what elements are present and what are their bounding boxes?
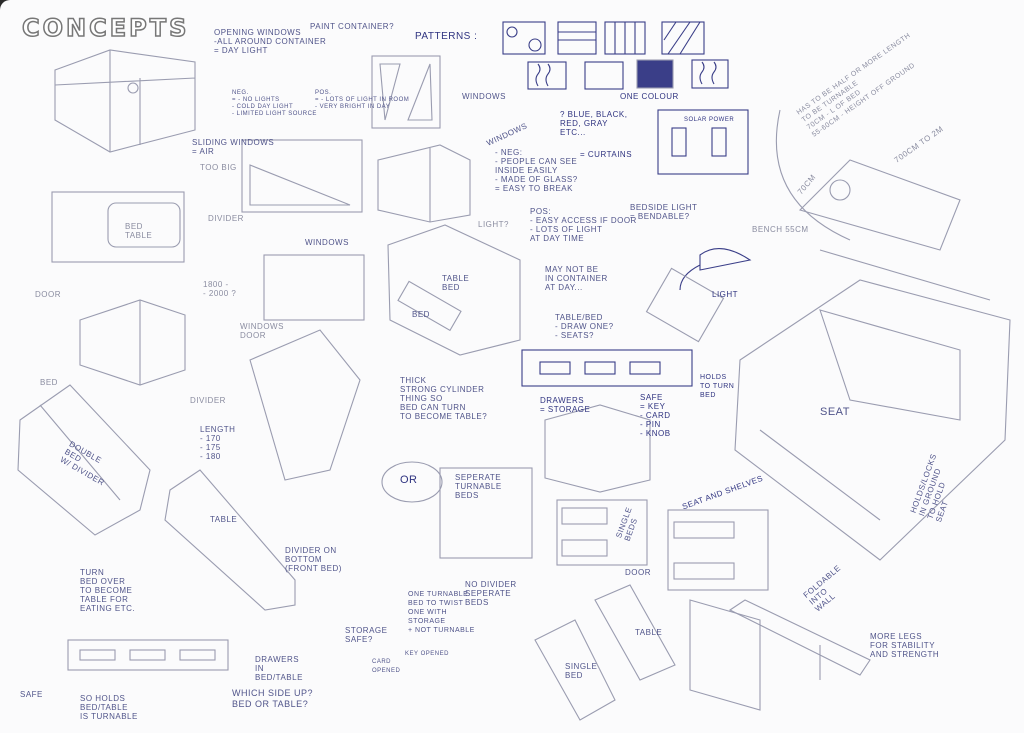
turnable-bed-sketch	[164, 469, 296, 611]
or-bubble	[381, 461, 443, 503]
large-room-perspective	[734, 279, 1011, 561]
note-patterns: PATTERNS :	[415, 31, 478, 42]
note-too-big: TOO BIG	[200, 163, 237, 172]
note-bed-1: BED	[412, 310, 430, 319]
note-bed-table: BED TABLE	[125, 222, 153, 240]
room-interior	[387, 224, 521, 356]
note-windows-3: WINDOWS	[305, 238, 349, 247]
note-card-opened: CARD OPENED	[372, 659, 401, 674]
note-may-not-be: MAY NOT BE IN CONTAINER AT DAY...	[545, 265, 608, 292]
note-table-bed: TABLE BED	[442, 274, 470, 292]
note-size-range: 1800 - - 2000 ?	[203, 280, 237, 298]
note-safe: SAFE = KEY - CARD - PIN - KNOB	[640, 393, 671, 438]
note-opening-windows: OPENING WINDOWS -ALL AROUND CONTAINER = …	[214, 28, 327, 55]
foldable-table	[728, 599, 871, 680]
single-beds-plan	[556, 499, 648, 566]
note-length: LENGTH - 170 - 175 - 180	[200, 425, 236, 461]
note-seat: SEAT	[820, 406, 850, 418]
note-light-question: LIGHT?	[478, 220, 510, 229]
note-neg-small: NEG. = - NO LIGHTS - COLD DAY LIGHT - LI…	[232, 90, 317, 117]
note-door-1: DOOR	[35, 290, 61, 299]
note-divider-2: DIVIDER	[190, 396, 226, 405]
note-drawers-in-bed: DRAWERS IN BED/TABLE	[255, 655, 303, 682]
note-bedside-light: BEDSIDE LIGHT = BENDABLE?	[630, 203, 698, 221]
note-solar-power: SOLAR POWER	[684, 117, 735, 123]
note-divider-bottom: DIVIDER ON BOTTOM (FRONT BED)	[285, 546, 342, 573]
note-key-opened: KEY OPENED	[405, 651, 449, 657]
double-bed-sketch	[17, 384, 151, 536]
window-panel	[371, 55, 441, 129]
bed-table-plan	[51, 191, 185, 263]
single-bed-perspective	[534, 584, 676, 721]
note-colours: ? BLUE, BLACK, RED, GRAY ETC...	[560, 110, 628, 137]
note-windows-1: WINDOWS	[462, 92, 506, 101]
note-divider-1: DIVIDER	[208, 214, 244, 223]
note-single-bed: SINGLE BED	[565, 662, 598, 680]
note-safe-2: SAFE	[20, 690, 43, 699]
note-or: OR	[400, 474, 418, 486]
note-curtains: = CURTAINS	[580, 150, 633, 159]
note-drawers-storage: DRAWERS = STORAGE	[540, 396, 591, 414]
note-neg-windows: - NEG: - PEOPLE CAN SEE INSIDE EASILY - …	[495, 148, 578, 193]
note-turn-bed-over: TURN BED OVER TO BECOME TABLE FOR EATING…	[80, 568, 136, 613]
storage-drawers	[521, 349, 693, 387]
note-one-turnable: ONE TURNABLE BED TO TWIST ONE WITH STORA…	[408, 591, 475, 634]
note-table-1: TABLE	[210, 515, 238, 524]
note-one-colour: ONE COLOUR	[620, 92, 679, 101]
box-sketch	[79, 299, 186, 386]
separate-beds-plan	[439, 467, 533, 559]
pattern-swatches	[502, 21, 749, 175]
note-separate-beds: SEPERATE TURNABLE BEDS	[455, 473, 502, 500]
note-so-holds: SO HOLDS BED/TABLE IS TURNABLE	[80, 694, 138, 721]
note-door-2: DOOR	[625, 568, 651, 577]
lower-room	[689, 599, 761, 711]
bed-drawers-sketch	[67, 639, 229, 671]
room-plan	[263, 254, 365, 321]
note-pos-windows: POS: - EASY ACCESS IF DOOR - LOTS OF LIG…	[530, 207, 637, 243]
note-light: LIGHT	[712, 290, 739, 299]
chair-sketch	[249, 329, 361, 481]
note-thick-cylinder: THICK STRONG CYLINDER THING SO BED CAN T…	[400, 376, 488, 421]
note-no-divider: NO DIVIDER SEPERATE BEDS	[465, 580, 517, 607]
note-bench: BENCH 55cm	[752, 225, 809, 234]
room-box	[544, 404, 651, 493]
container-sketch	[54, 49, 196, 153]
note-more-legs: MORE LEGS FOR STABILITY AND STRENGTH	[870, 632, 940, 659]
window-sketch	[241, 139, 363, 213]
note-table-2: TABLE	[635, 628, 663, 637]
note-storage-safe: STORAGE SAFE?	[345, 626, 388, 644]
bedside-light	[645, 248, 752, 343]
page-title: CONCEPTS	[21, 13, 190, 43]
seat-shelves-plan	[667, 509, 769, 591]
note-windows-door: WINDOWS DOOR	[240, 322, 284, 340]
note-holds-turn: HOLDS TO TURN BED	[700, 374, 735, 399]
note-which-side: WHICH SIDE UP? BED OR TABLE?	[232, 688, 314, 709]
note-paint-container: PAINT CONTAINER?	[310, 22, 395, 31]
note-pos-big: POS. = - LOTS OF LIGHT IN ROOM - VERY BR…	[315, 90, 410, 110]
note-bed-2: BED	[40, 378, 58, 387]
note-table-bed-question: TABLE/BED - DRAW ONE? - SEATS?	[555, 313, 614, 340]
note-sliding-windows: SLIDING WINDOWS = AIR	[192, 138, 275, 156]
bench-sketch	[798, 159, 991, 301]
arc-arrow	[775, 109, 851, 241]
container-windows	[377, 144, 471, 223]
